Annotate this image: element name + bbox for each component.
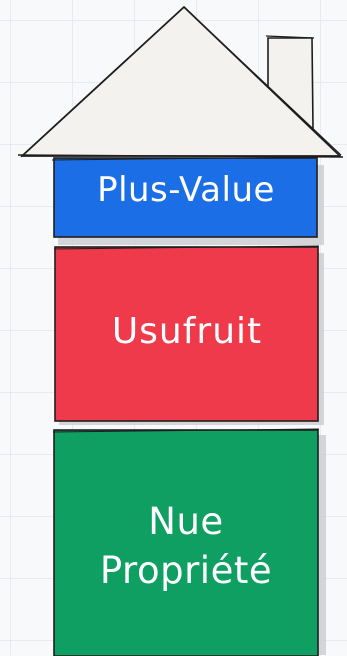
usufruit-block <box>54 246 319 422</box>
plus-value-block <box>53 157 318 238</box>
roof <box>17 6 344 158</box>
nue-propriete-block <box>53 429 319 656</box>
